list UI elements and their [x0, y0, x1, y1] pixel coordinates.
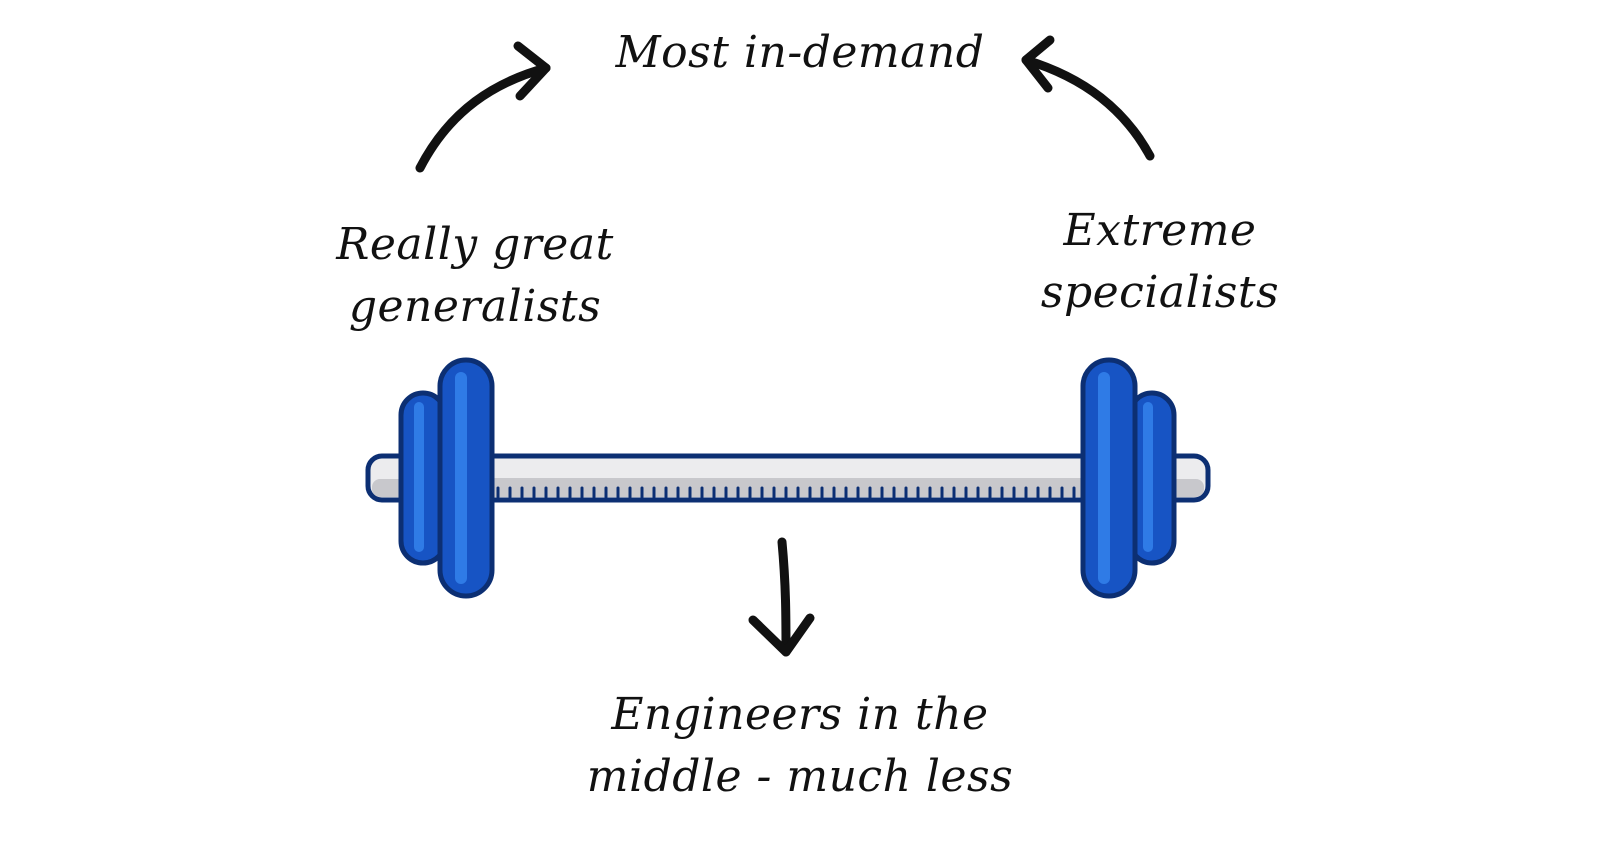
right-label: Extreme specialists: [970, 200, 1350, 324]
barbell-bar: [365, 453, 1211, 503]
bottom-label-line2: middle - much less: [586, 751, 1014, 802]
top-label-text: Most in-demand: [615, 27, 985, 78]
left-label-line2: generalists: [348, 281, 602, 332]
arrow-down-icon: [748, 537, 815, 657]
left-label: Really great generalists: [285, 214, 665, 338]
curved-arrow-up-right-icon: [415, 41, 551, 173]
right-label-line1: Extreme: [1063, 205, 1257, 256]
bottom-label: Engineers in the middle - much less: [520, 684, 1080, 808]
left-label-line1: Really great: [336, 219, 614, 270]
bottom-label-line1: Engineers in the: [611, 689, 989, 740]
top-label: Most in-demand: [560, 22, 1040, 84]
curved-arrow-up-left-icon: [1021, 35, 1155, 161]
right-label-line2: specialists: [1040, 267, 1280, 318]
left-plates: [398, 357, 495, 599]
right-plates: [1080, 357, 1177, 599]
barbell-icon: [365, 357, 1211, 599]
